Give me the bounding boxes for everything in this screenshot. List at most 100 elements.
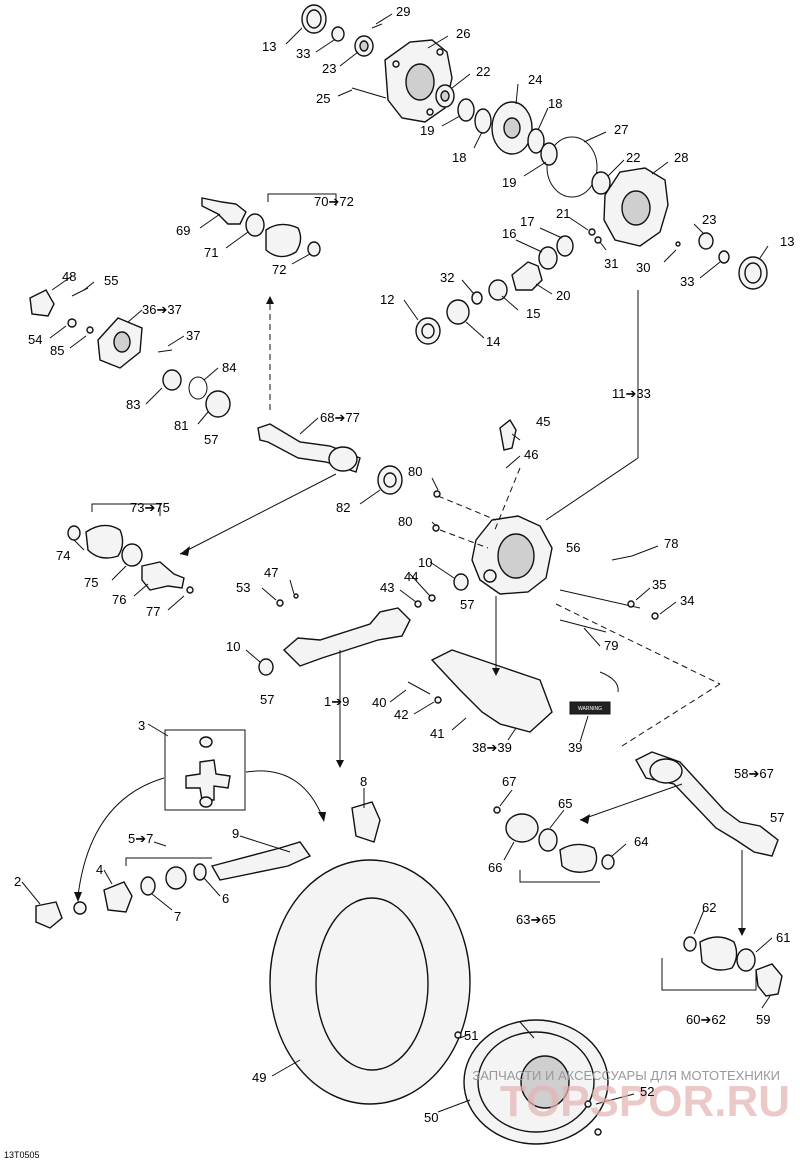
label-34: 34 [680, 593, 694, 608]
label-21: 21 [556, 206, 570, 221]
dash-breather [493, 467, 521, 533]
boot-70 [265, 223, 302, 258]
label-72: 72 [272, 262, 286, 277]
cross-2-small [73, 901, 87, 915]
ring-33-top [331, 26, 345, 42]
label-8: 8 [360, 774, 367, 789]
clip-31 [594, 236, 602, 244]
label-78: 78 [664, 536, 678, 551]
label-49: 49 [252, 1070, 266, 1085]
housing-28-bore [621, 190, 651, 226]
label-43: 43 [380, 580, 394, 595]
washer-53 [276, 599, 284, 607]
label-57-mid: 57 [460, 597, 474, 612]
ring-33-right [718, 250, 730, 264]
label-84: 84 [222, 360, 236, 375]
skid-plate-group: WARNING [407, 649, 611, 733]
shim-19-top [457, 98, 475, 122]
label-18-left: 18 [452, 150, 466, 165]
label-22-top: 22 [476, 64, 490, 79]
curve-to-decal [599, 671, 619, 693]
pinion-20 [511, 261, 543, 291]
label-37: 37 [186, 328, 200, 343]
cover-26-bore [405, 63, 435, 101]
label-61: 61 [776, 930, 790, 945]
arrow-up-cv-top [266, 296, 274, 304]
label-57-top: 57 [204, 432, 218, 447]
label-6: 6 [222, 891, 229, 906]
label-81: 81 [174, 418, 188, 433]
label-24: 24 [528, 72, 542, 87]
bolt-79-a [559, 589, 641, 609]
label-77: 77 [146, 604, 160, 619]
shaft-9 [210, 841, 312, 881]
line-housing-link [545, 457, 639, 521]
label-33-right: 33 [680, 274, 694, 289]
label-22-right: 22 [626, 150, 640, 165]
label-11-33: 11➔33 [612, 386, 651, 401]
u-joint-3-box [164, 729, 246, 811]
group-bracket-60-62 [661, 958, 757, 991]
stub-shaft-69 [201, 197, 247, 225]
label-20: 20 [556, 288, 570, 303]
label-4: 4 [96, 862, 103, 877]
assembly-lines [74, 290, 746, 936]
label-58-67: 58➔67 [734, 766, 774, 781]
prop-shaft-1 [282, 607, 411, 667]
drive-shaft-right-group [493, 751, 779, 883]
washer-85 [86, 326, 94, 334]
label-3: 3 [138, 718, 145, 733]
breather-45 [499, 418, 517, 451]
seal-66 [505, 813, 539, 843]
arrow-cv-mid [180, 546, 190, 556]
washer-43 [414, 600, 422, 608]
label-1-9: 1➔9 [324, 694, 349, 709]
label-27: 27 [614, 122, 628, 137]
arrow-yoke-8 [318, 812, 326, 822]
seal-13-right-inner [744, 262, 762, 284]
clamp-72 [307, 241, 321, 257]
label-47: 47 [264, 565, 278, 580]
housing-11-boss [483, 569, 497, 583]
cap-3-top [199, 736, 213, 748]
stub-shaft-76 [141, 561, 185, 591]
seal-82-inner [383, 472, 397, 488]
label-54: 54 [28, 332, 42, 347]
label-50: 50 [424, 1110, 438, 1125]
label-28: 28 [674, 150, 688, 165]
wheel-50-hub [520, 1055, 570, 1109]
cv-joint-mid-group [67, 503, 194, 594]
label-10-right: 10 [418, 555, 432, 570]
label-23-right: 23 [702, 212, 716, 227]
label-71: 71 [204, 245, 218, 260]
prop-shaft-group [258, 593, 436, 676]
label-51: 51 [464, 1028, 478, 1043]
bearing-23-top-bore [359, 40, 369, 52]
group-bracket-73-75 [91, 503, 161, 516]
arrow-seal-66 [580, 814, 590, 824]
clamp-7 [140, 876, 156, 896]
label-64: 64 [634, 834, 648, 849]
figure-code: 13T0505 [4, 1150, 40, 1160]
label-60-62: 60➔62 [686, 1012, 726, 1027]
seal-13-top-inner [306, 9, 322, 29]
group-bracket-63-65 [519, 870, 600, 883]
ring-17 [556, 235, 574, 257]
label-2: 2 [14, 874, 21, 889]
ring-84 [188, 376, 208, 400]
label-59: 59 [756, 1012, 770, 1027]
stud-37 [157, 349, 173, 353]
seal-10-right [453, 573, 469, 591]
label-14: 14 [486, 334, 500, 349]
yoke-8 [351, 801, 381, 843]
label-18-right: 18 [548, 96, 562, 111]
label-40: 40 [372, 695, 386, 710]
bearing-23-right [698, 232, 714, 250]
bolt-25 [351, 87, 387, 99]
line-to-cv-mid [179, 473, 337, 555]
label-15: 15 [526, 306, 540, 321]
arrow-cv-bottom [738, 928, 746, 936]
screw-30 [675, 241, 681, 247]
skid-plate-38 [430, 649, 553, 733]
seal-10-left [258, 658, 274, 676]
